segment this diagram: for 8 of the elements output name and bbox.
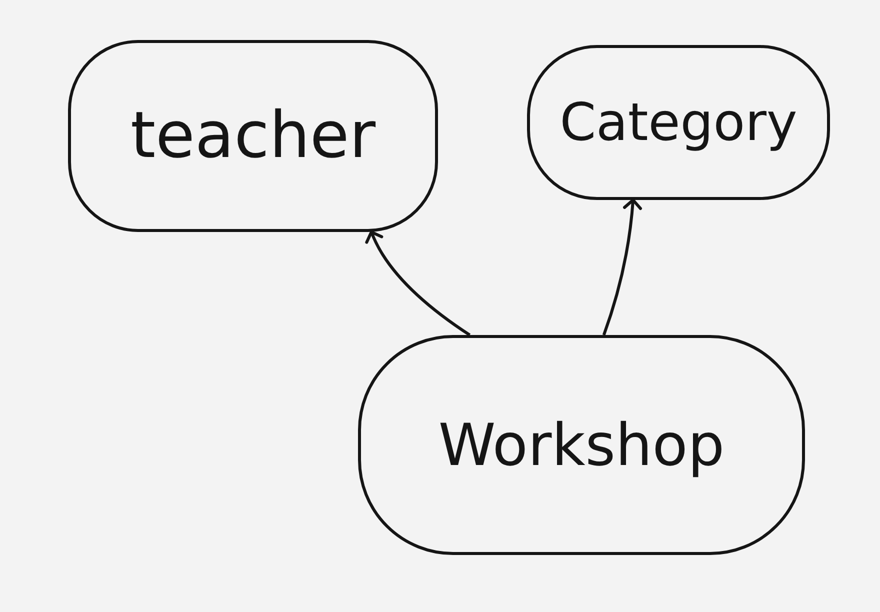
arrow [602,198,642,336]
entity-bubble [68,40,438,232]
entity-bubble [358,335,805,555]
entity-name: teacher [130,99,376,173]
entity-name: Workshop [438,411,725,479]
entity-name: Category [560,92,798,152]
arrow [366,230,471,336]
entity-bubble [527,45,830,200]
